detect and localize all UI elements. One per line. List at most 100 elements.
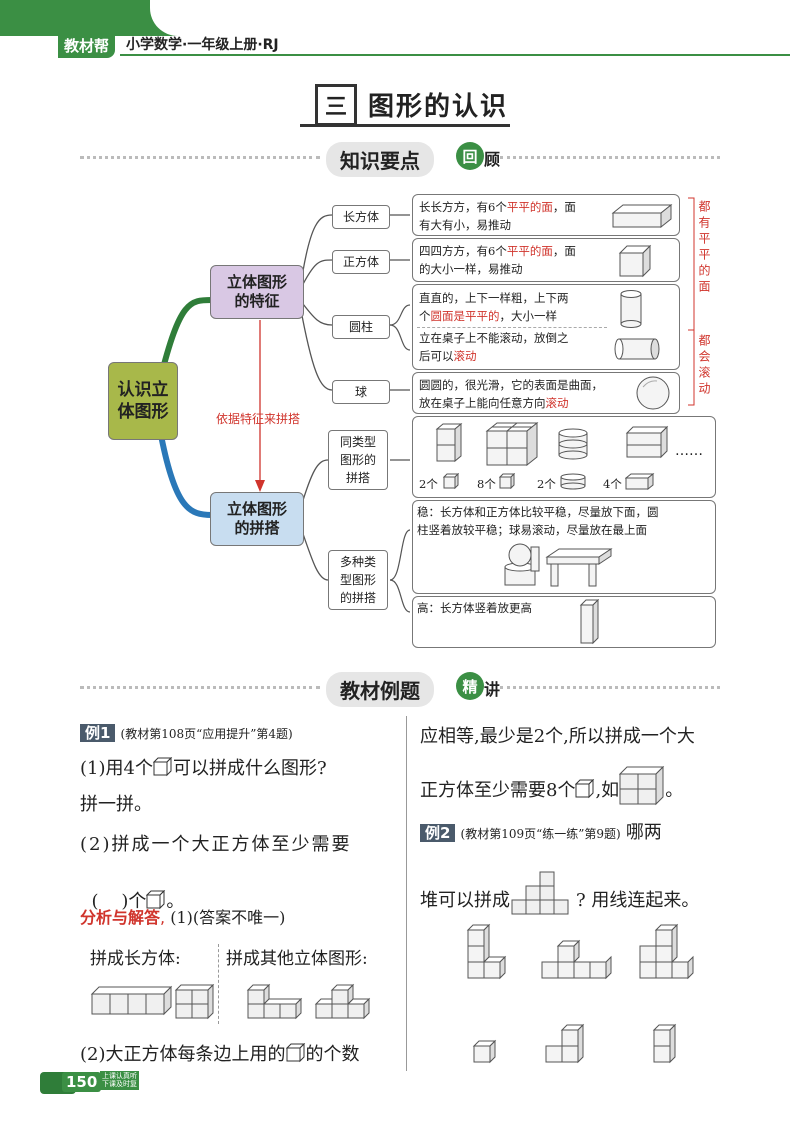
example1-tag: 例1	[80, 724, 116, 742]
desc-cube-text: 四四方方，有6个平平的面，面 的大小一样，易推动	[419, 242, 619, 279]
t: 立在桌子上不能滚动，放倒之	[419, 331, 569, 345]
build-same-box: …… 2个 8个 2个 4个	[412, 416, 716, 498]
count-2: 8个	[477, 477, 496, 491]
desc-cyl2-text: 立在桌子上不能滚动，放倒之 后可以滚动	[419, 329, 619, 366]
ex1-cont-line1: 应相等,最少是2个,所以拼成一个大	[420, 726, 695, 747]
t: 平平的面	[506, 200, 553, 214]
example1-source: (教材第108页“应用提升”第4题)	[120, 727, 293, 741]
count-1: 2个	[419, 477, 438, 491]
desc-cylinder: 直直的，上下一样粗，上下两 个圆面是平平的，大小一样 立在桌子上不能滚动，放倒之…	[412, 284, 680, 370]
cube-icon	[618, 244, 652, 278]
book-title: 小学数学·一年级上册·RJ	[126, 37, 279, 53]
big-cube-icon	[485, 421, 539, 467]
t: ,如	[595, 780, 620, 801]
tall-text: 高：长方体竖着放更高	[417, 601, 532, 615]
arrow-label: 依据特征来拼搭	[216, 412, 301, 426]
small-cube-icon	[499, 473, 515, 489]
ex2-piles	[466, 923, 694, 1064]
ex1-opt2: 拼成其他立体图形:	[226, 949, 368, 969]
section-badge: 回	[456, 142, 484, 170]
build-mixed-label: 多种类型图形的拼搭	[339, 555, 376, 605]
branch-features-label: 立体图形的特征	[226, 272, 287, 311]
ex2-question: 堆可以拼成 ? 用线连起来。	[420, 870, 699, 916]
node-cube: 正方体	[332, 250, 390, 274]
answer-cuboid-figure	[90, 984, 215, 1020]
answer-other-figures	[246, 983, 371, 1020]
example1-header: 例1 (教材第108页“应用提升”第4题)	[80, 722, 293, 743]
footer-note-1: 上课认真听	[102, 1072, 137, 1080]
t: 堆可以拼成	[420, 890, 510, 911]
stack-cylinder-icon	[558, 428, 588, 460]
t: 可以拼成什么图形?	[172, 758, 327, 779]
desc-cyl1-text: 直直的，上下一样粗，上下两 个圆面是平平的，大小一样	[419, 289, 619, 326]
ex1-q2-line: (2)拼成一个大正方体至少需要	[80, 834, 352, 855]
t: 圆面是平平的	[430, 309, 500, 324]
t: 四四方方，有6个	[419, 244, 507, 258]
section-badge-2: 精	[456, 672, 484, 700]
t: 滚动	[453, 349, 477, 364]
header-rule	[120, 54, 790, 56]
t: ，大小一样	[499, 309, 558, 324]
t: 稳：长方体和正方体比较平稳，尽量放下面，圆	[417, 505, 659, 519]
ex1-q1-line: (1)用4个可以拼成什么图形?	[80, 754, 327, 780]
build-ellipsis: ……	[675, 443, 703, 459]
sphere-icon	[636, 376, 670, 410]
cuboid-icon	[611, 203, 673, 229]
ex1-q2-cont: ( )个。	[80, 866, 184, 913]
answer-label: 分析与解答	[80, 908, 161, 927]
node-cylinder: 圆柱	[332, 315, 390, 339]
t: ? 用线连起来。	[576, 890, 700, 911]
t: 有大有小，易推动	[419, 218, 511, 233]
big-cube-answer-icon	[618, 765, 665, 806]
t: 直直的，上下一样粗，上下两	[419, 291, 569, 305]
build-same-label: 同类型图形的拼搭	[339, 435, 376, 485]
divider-left	[80, 156, 320, 159]
root-label: 认识立体图形	[117, 379, 169, 422]
example2-tag: 例2	[420, 824, 456, 842]
t: 柱竖着放较平稳；球易滚动，尽量放在最上面	[417, 523, 647, 538]
stable-text: 稳：长方体和正方体比较平稳，尽量放下面，圆 柱竖着放较平稳；球易滚动，尽量放在最…	[417, 503, 713, 540]
header-bar	[0, 0, 800, 36]
target-shape-icon	[511, 871, 569, 915]
node-build-same: 同类型图形的拼搭	[328, 430, 388, 490]
section-examples-title: 教材例题	[326, 672, 434, 707]
side-note-roll: 都会滚动	[697, 334, 711, 398]
t: 的大小一样，易推动	[419, 262, 523, 277]
stack-cuboid-icon	[625, 425, 669, 459]
ex1-opt-divider	[218, 944, 219, 1024]
cube-inline-icon	[575, 778, 595, 799]
t: (2)大正方体每条边上用的	[80, 1044, 286, 1065]
divider-right	[500, 156, 720, 159]
cyl-divider	[417, 327, 607, 328]
t: (1)用4个	[80, 758, 153, 779]
ex1-answer-line: 分析与解答, (1)(答案不唯一)	[80, 908, 286, 927]
small-cylinder-icon	[560, 473, 586, 490]
example2-source: (教材第109页“练一练”第9题)	[460, 827, 621, 841]
branch-building: 立体图形的拼搭	[210, 492, 304, 546]
t: 。	[166, 891, 185, 912]
node-cuboid: 长方体	[332, 205, 390, 229]
chapter-title: 图形的认识	[368, 92, 509, 122]
section-badge-tail-2: 讲	[484, 680, 501, 699]
ex2-q-a: 哪两	[625, 822, 662, 843]
divider-right-2	[500, 686, 720, 689]
desc-cuboid: 长长方方，有6个平平的面，面 有大有小，易推动	[412, 194, 680, 236]
node-build-mixed: 多种类型图形的拼搭	[328, 550, 388, 610]
section-title-text: 知识要点	[340, 149, 420, 173]
footer-note: 上课认真听 下课及时复	[100, 1071, 139, 1090]
side-note-flat: 都有平平的面	[697, 200, 711, 296]
node-sphere: 球	[332, 380, 390, 404]
count-4: 4个	[603, 477, 622, 491]
cube-inline-icon	[146, 889, 166, 910]
t: 后可以	[419, 349, 454, 364]
brand-label: 教材帮	[58, 33, 116, 58]
ex1-part2-line: (2)大正方体每条边上用的的个数	[80, 1040, 360, 1066]
chapter-number: 三	[315, 84, 357, 126]
answer-text: (1)(答案不唯一)	[170, 908, 286, 927]
cylinder-lying-icon	[614, 338, 660, 360]
ex1-cont-line2: 正方体至少需要8个,如。	[420, 765, 683, 806]
cube-inline-icon	[152, 756, 173, 777]
column-divider	[406, 716, 407, 1071]
divider-left-2	[80, 686, 320, 689]
t: 平平的面	[506, 244, 553, 258]
